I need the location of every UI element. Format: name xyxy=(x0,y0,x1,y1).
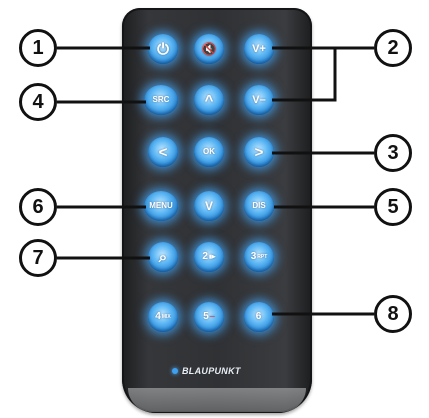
callout-5-label: 5 xyxy=(387,196,398,219)
callout-3-label: 3 xyxy=(387,142,398,165)
callout-1: 1 xyxy=(19,29,57,67)
callout-8: 8 xyxy=(374,295,412,333)
callout-4-label: 4 xyxy=(32,91,43,114)
callout-4: 4 xyxy=(19,83,57,121)
callout-6-label: 6 xyxy=(32,196,43,219)
leader-2b xyxy=(272,48,374,100)
callout-3: 3 xyxy=(374,134,412,172)
callout-8-label: 8 xyxy=(387,303,398,326)
callout-7-label: 7 xyxy=(32,247,43,270)
callout-1-label: 1 xyxy=(32,37,43,60)
callout-7: 7 xyxy=(19,239,57,277)
callout-6: 6 xyxy=(19,188,57,226)
callout-5: 5 xyxy=(374,188,412,226)
callout-2: 2 xyxy=(374,29,412,67)
callout-2-label: 2 xyxy=(387,37,398,60)
